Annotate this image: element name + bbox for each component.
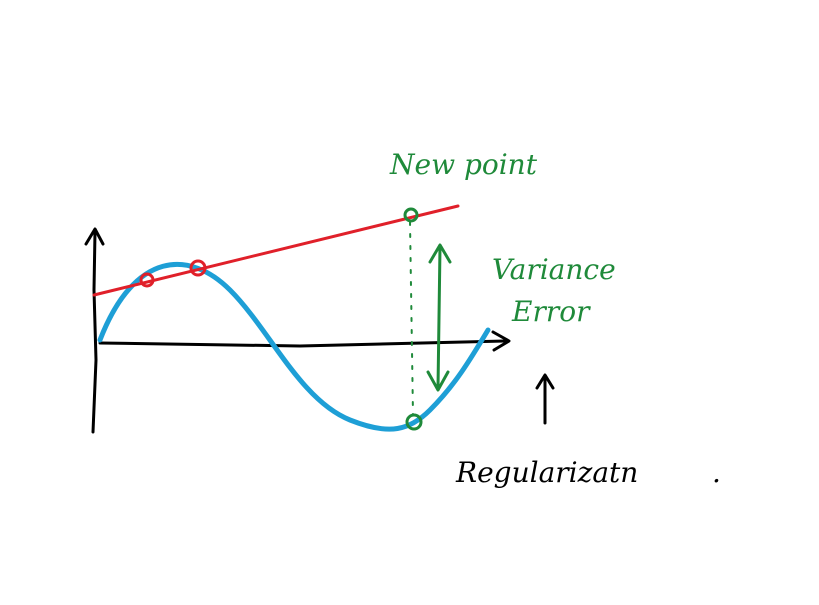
y-axis-arrowhead [84,227,105,246]
new-point-guide [409,221,414,416]
true-curve [97,261,491,432]
y-axis [91,230,98,434]
regularization-arrow-head [535,373,555,390]
new-point-label: New point [389,148,538,181]
new-point-marker-true [405,413,423,431]
variance-arrow-bottom-head [426,370,450,392]
regularization-trailing-dot: . [712,456,721,489]
variance-label: Variance [492,253,616,286]
x-axis-arrowhead [491,330,511,352]
variance-arrow [436,245,442,390]
regularization-label: Regularizatn [455,456,638,489]
error-label: Error [511,295,591,328]
new-point-marker-prediction [403,207,419,223]
training-point [189,259,207,277]
x-axis [98,339,507,348]
training-point [139,272,155,288]
fit-line [92,204,460,297]
variance-arrow-top-head [428,243,452,264]
